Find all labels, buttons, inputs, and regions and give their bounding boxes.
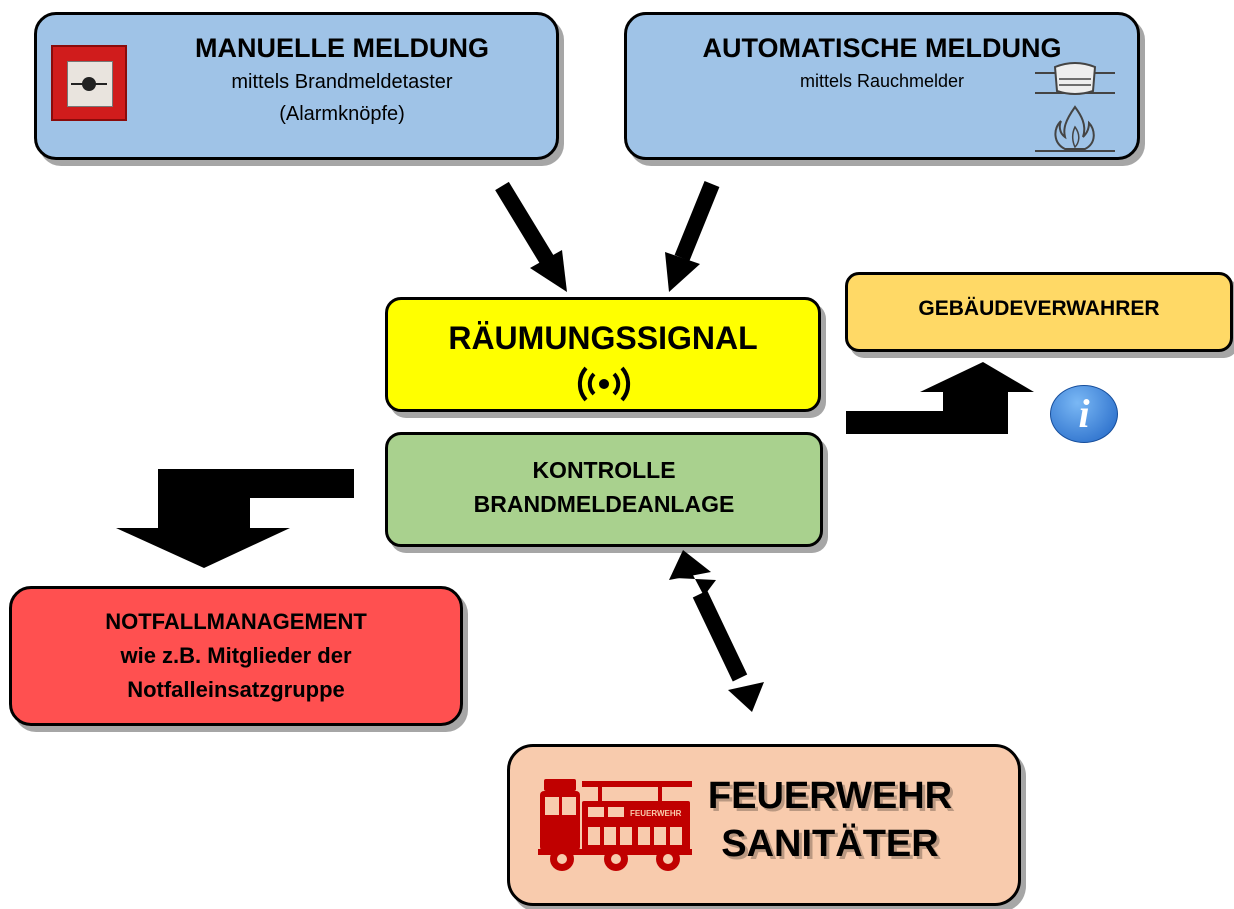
emergency-line2: wie z.B. Mitglieder der <box>120 643 352 668</box>
arrow-control-fire-bidirectional <box>669 550 764 712</box>
manual-report-box: MANUELLE MELDUNG mittels Brandmeldetaste… <box>34 12 559 160</box>
fire-alarm-control-box: KONTROLLE BRANDMELDEANLAGE <box>385 432 823 547</box>
arrow-manual-to-signal <box>495 181 567 292</box>
keeper-title: GEBÄUDEVERWAHRER <box>918 297 1160 320</box>
emergency-management-box: NOTFALLMANAGEMENT wie z.B. Mitglieder de… <box>9 586 463 726</box>
truck-label: FEUERWEHR <box>630 809 682 818</box>
emergency-line1: NOTFALLMANAGEMENT <box>105 609 367 634</box>
manual-title: MANUELLE MELDUNG <box>195 33 489 63</box>
building-keeper-box: GEBÄUDEVERWAHRER <box>845 272 1233 352</box>
arrow-automatic-to-signal <box>665 180 720 292</box>
manual-line2: (Alarmknöpfe) <box>279 103 405 125</box>
manual-line1: mittels Brandmeldetaster <box>231 71 453 93</box>
fire-truck-icon: FEUERWEHR <box>538 779 692 871</box>
control-line1: KONTROLLE <box>532 457 676 483</box>
automatic-report-box: AUTOMATISCHE MELDUNG mittels Rauchmelder <box>624 12 1140 160</box>
fire-alarm-button-icon <box>51 45 127 121</box>
fire-brigade-medics-box: FEUERWEHR FEUERWEHR SANITÄTER <box>507 744 1021 906</box>
control-line2: BRANDMELDEANLAGE <box>473 491 735 517</box>
arrow-control-to-keeper <box>846 362 1034 434</box>
signal-waves-icon <box>577 366 631 402</box>
signal-title: RÄUMUNGSSIGNAL <box>448 320 758 356</box>
automatic-line1: mittels Rauchmelder <box>799 71 965 91</box>
fire-line2: SANITÄTER <box>721 823 939 865</box>
fire-line1: FEUERWEHR <box>707 775 953 817</box>
arrow-control-to-emergency <box>116 469 354 568</box>
flame-icon <box>1035 105 1115 152</box>
automatic-title: AUTOMATISCHE MELDUNG <box>702 33 1062 63</box>
emergency-line3: Notfalleinsatzgruppe <box>127 677 345 702</box>
evacuation-signal-box: RÄUMUNGSSIGNAL <box>385 297 821 412</box>
info-icon: i <box>1050 385 1118 443</box>
smoke-detector-icon <box>1035 62 1115 95</box>
